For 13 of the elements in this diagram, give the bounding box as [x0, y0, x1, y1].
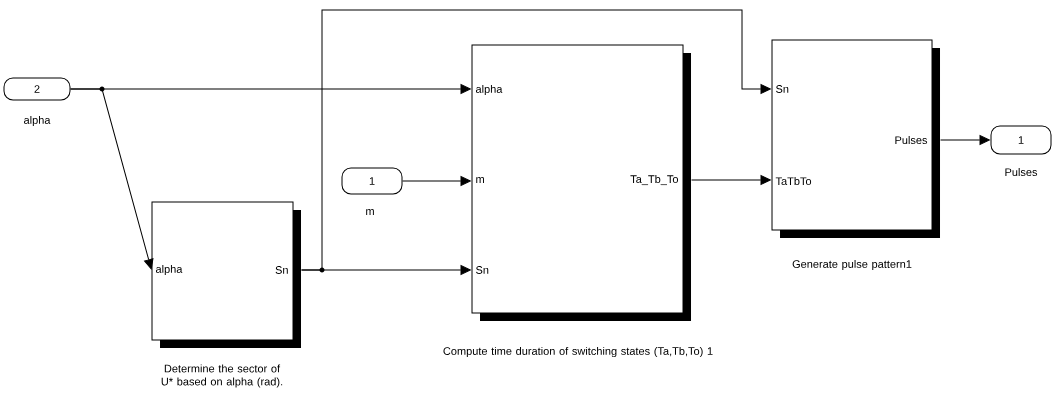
arrow: [402, 176, 471, 186]
block-caption: Generate pulse pattern1: [792, 259, 912, 271]
block-caption: Determine the sector of U* based on alpha (rad).: [161, 364, 283, 388]
arrow: [940, 135, 990, 145]
port-terminal: 2: [3, 77, 71, 101]
arrow: [691, 175, 771, 185]
block-caption: Compute time duration of switching states (Ta,Tb,To) 1: [443, 346, 713, 358]
port-terminal: 1: [341, 167, 403, 195]
port-terminal: 1: [990, 125, 1052, 155]
port-label: Pulses: [1005, 167, 1038, 177]
port-label: alpha: [24, 115, 51, 127]
arrow: [70, 88, 154, 270]
port-label: m: [366, 209, 374, 215]
